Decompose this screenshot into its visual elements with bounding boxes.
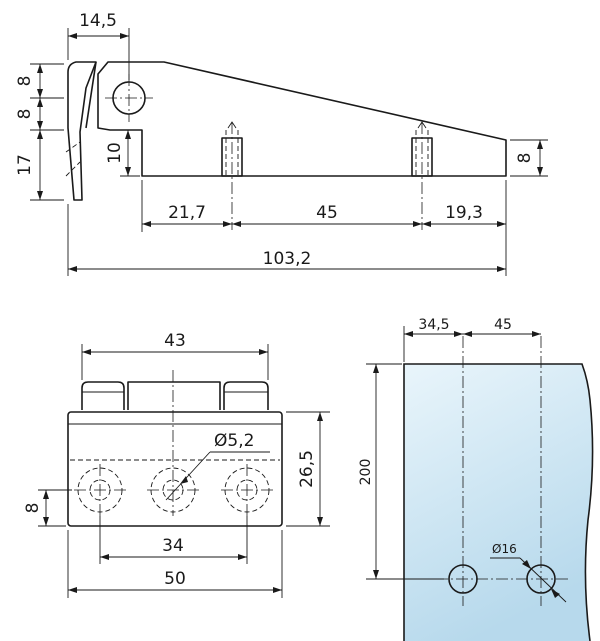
dim-front-width: 50 xyxy=(67,530,283,598)
dim-step: 10 xyxy=(105,129,140,177)
front-hole-1 xyxy=(74,464,126,516)
glass-hole-1 xyxy=(448,564,478,594)
dim-step-label: 10 xyxy=(105,142,125,164)
clamp-jaw-hidden-1 xyxy=(65,141,81,153)
dim-left-stack: 8 8 17 xyxy=(15,63,64,201)
dim-glass-height-label: 200 xyxy=(358,459,374,486)
dim-left-middle-label: 8 xyxy=(15,109,35,120)
clamp-jaw-hidden-2 xyxy=(65,161,81,177)
dim-front-top-label: 43 xyxy=(164,331,186,351)
threaded-insert-1 xyxy=(221,121,243,230)
front-nub-right xyxy=(223,381,269,410)
dim-glass-hole-dia: Ø16 xyxy=(490,542,567,603)
dim-right-end: 8 xyxy=(510,139,548,177)
dim-front-hole-spacing-label: 34 xyxy=(162,536,184,556)
dim-front-hole-dia: Ø5,2 xyxy=(165,431,270,501)
dim-glass-hole-dia-label: Ø16 xyxy=(492,542,517,556)
glass-panel xyxy=(403,363,594,641)
clamp-jaw-outline xyxy=(67,61,97,201)
dim-chain: 21,7 45 19,3 xyxy=(141,180,507,232)
dim-top-width: 14,5 xyxy=(67,11,130,80)
dim-front-hole-axis-label: 8 xyxy=(23,503,43,514)
front-nub-left xyxy=(81,381,125,410)
bracket-jaw-line xyxy=(85,61,97,129)
dim-seg3-label: 19,3 xyxy=(445,203,483,223)
front-body xyxy=(67,411,283,527)
dim-front-height: 26,5 xyxy=(286,411,330,527)
dim-left-upper-label: 8 xyxy=(15,76,35,87)
threaded-insert-2 xyxy=(411,121,433,230)
dim-overall-label: 103,2 xyxy=(263,249,312,269)
dim-left-lower-label: 17 xyxy=(15,154,35,176)
glass-hole-2 xyxy=(526,564,556,594)
front-hole-2 xyxy=(147,370,199,516)
dim-glass-height: 200 xyxy=(358,363,444,580)
dim-overall: 103,2 xyxy=(67,204,507,276)
side-view: 14,5 8 8 17 10 xyxy=(15,11,548,276)
dim-front-height-label: 26,5 xyxy=(297,450,317,488)
dim-glass-top-chain: 34,5 45 xyxy=(403,317,541,362)
dim-glass-edge-offset-label: 34,5 xyxy=(418,317,449,333)
dim-top-width-label: 14,5 xyxy=(79,11,117,31)
dim-glass-hole-spacing-label: 45 xyxy=(494,317,512,333)
dim-front-hole-spacing: 34 xyxy=(99,516,248,564)
dim-front-hole-dia-label: Ø5,2 xyxy=(214,431,254,451)
dim-front-width-label: 50 xyxy=(164,569,186,589)
front-upper-block xyxy=(127,381,221,410)
dim-right-end-label: 8 xyxy=(515,153,535,164)
dim-front-hole-axis: 8 xyxy=(23,489,72,527)
glass-view: Ø16 34,5 45 200 xyxy=(358,317,594,641)
front-hole-3 xyxy=(221,464,273,516)
dim-seg1-label: 21,7 xyxy=(168,203,206,223)
dim-front-top: 43 xyxy=(81,331,269,380)
bracket-body-outline xyxy=(97,61,507,177)
front-view: 43 Ø5,2 26,5 8 xyxy=(23,331,330,598)
dim-seg2-label: 45 xyxy=(316,203,338,223)
